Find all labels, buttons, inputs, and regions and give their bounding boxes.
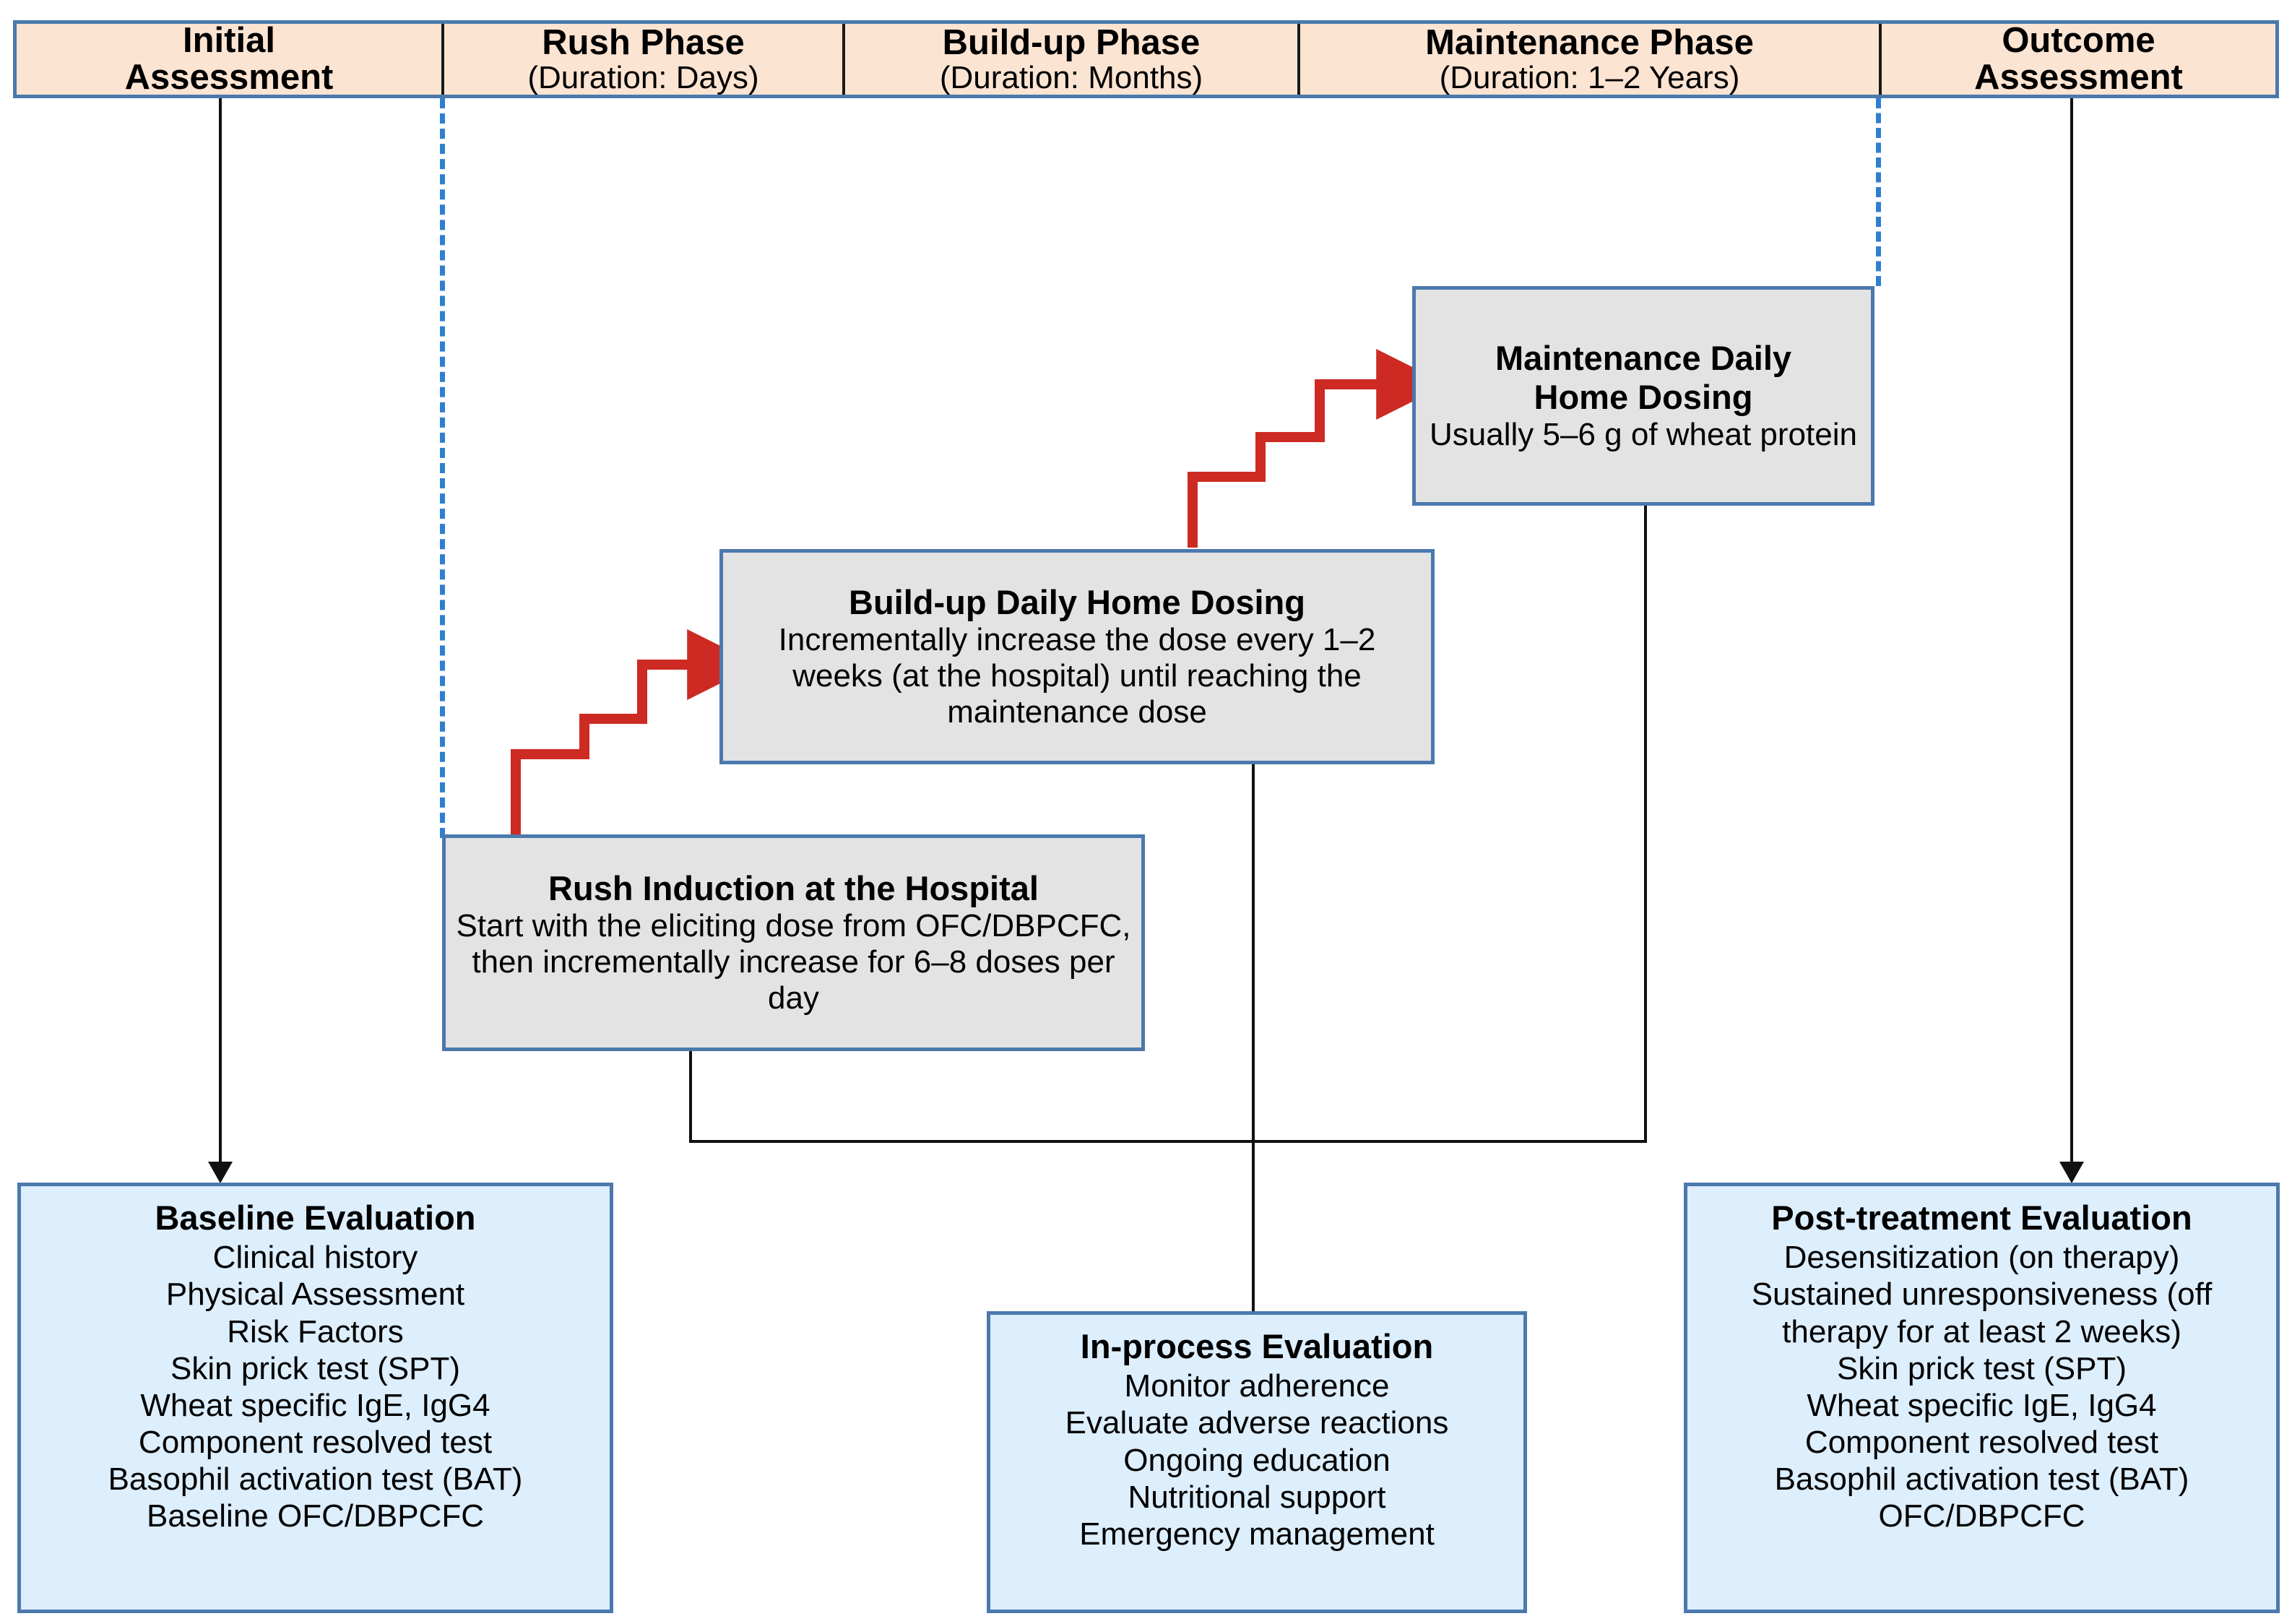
- connector-initial-to-baseline: [219, 98, 222, 1164]
- stair-arrow-rush-to-buildup: [511, 629, 758, 836]
- phase-header-strip: Initial Assessment Rush Phase (Duration:…: [13, 20, 2279, 98]
- list-item: Ongoing education: [1123, 1442, 1391, 1478]
- list-item: Skin prick test (SPT): [170, 1350, 460, 1386]
- dashed-divider-rush-start: [440, 98, 445, 838]
- evaluation-box-baseline[interactable]: Baseline Evaluation Clinical history Phy…: [17, 1183, 613, 1613]
- arrowhead-baseline: [208, 1162, 233, 1183]
- list-item: Emergency management: [1079, 1516, 1435, 1552]
- list-item: Component resolved test: [138, 1424, 493, 1460]
- connector-outcome-to-posttreatment: [2070, 98, 2073, 1164]
- list-item: Wheat specific IgE, IgG4: [140, 1387, 490, 1423]
- list-item: Evaluate adverse reactions: [1065, 1405, 1449, 1441]
- connector-merge-bar: [689, 1140, 1647, 1143]
- phase-duration: (Duration: Days): [527, 59, 759, 95]
- connector-maintenance-down: [1644, 506, 1647, 1141]
- box-title: In-process Evaluation: [1080, 1327, 1434, 1365]
- box-title: Post-treatment Evaluation: [1771, 1198, 2192, 1237]
- list-item: Desensitization (on therapy): [1783, 1240, 2180, 1276]
- phase-duration: (Duration: Months): [939, 59, 1203, 95]
- connector-rush-down: [689, 1051, 692, 1141]
- phase-cell-initial-assessment: Initial Assessment: [17, 21, 444, 97]
- list-item: Clinical history: [212, 1240, 418, 1276]
- phase-cell-buildup-phase: Build-up Phase (Duration: Months): [845, 24, 1300, 95]
- list-item: Baseline OFC/DBPCFC: [146, 1498, 484, 1534]
- process-box-buildup-daily-home-dosing[interactable]: Build-up Daily Home Dosing Incrementally…: [719, 549, 1435, 764]
- box-body: Usually 5–6 g of wheat protein: [1430, 416, 1857, 452]
- connector-buildup-down: [1252, 764, 1255, 1141]
- phase-title: Outcome: [2002, 21, 2155, 61]
- box-title: Build-up Daily Home Dosing: [849, 582, 1305, 621]
- list-item: Sustained unresponsiveness (off therapy …: [1751, 1277, 2213, 1349]
- list-item: Risk Factors: [227, 1313, 404, 1349]
- process-box-maintenance-daily-home-dosing[interactable]: Maintenance Daily Home Dosing Usually 5–…: [1412, 286, 1874, 506]
- phase-title: Rush Phase: [542, 22, 745, 62]
- box-body: Incrementally increase the dose every 1–…: [778, 621, 1376, 730]
- dashed-divider-maintenance-end: [1876, 98, 1881, 286]
- phase-cell-rush-phase: Rush Phase (Duration: Days): [444, 24, 845, 95]
- phase-title-line2: Assessment: [1974, 58, 2183, 97]
- connector-merge-to-inprocess: [1252, 1140, 1255, 1324]
- list-item: Basophil activation test (BAT): [1774, 1461, 2189, 1497]
- box-title-line2: Home Dosing: [1534, 377, 1753, 416]
- phase-cell-outcome-assessment: Outcome Assessment: [1882, 21, 2275, 97]
- phase-cell-maintenance-phase: Maintenance Phase (Duration: 1–2 Years): [1300, 24, 1882, 95]
- box-title: Baseline Evaluation: [155, 1198, 476, 1237]
- list-item: Basophil activation test (BAT): [108, 1461, 523, 1497]
- box-title: Rush Induction at the Hospital: [548, 868, 1039, 907]
- box-body: Start with the eliciting dose from OFC/D…: [456, 907, 1131, 1016]
- phase-title: Build-up Phase: [942, 22, 1201, 62]
- stair-arrow-buildup-to-maintenance: [1188, 349, 1448, 548]
- list-item: Physical Assessment: [165, 1277, 465, 1313]
- list-item: Skin prick test (SPT): [1837, 1350, 2127, 1386]
- phase-title-line2: Assessment: [124, 58, 334, 97]
- phase-title: Maintenance Phase: [1425, 22, 1754, 62]
- phase-duration: (Duration: 1–2 Years): [1439, 59, 1740, 95]
- evaluation-box-posttreatment[interactable]: Post-treatment Evaluation Desensitizatio…: [1684, 1183, 2280, 1613]
- process-box-rush-induction[interactable]: Rush Induction at the Hospital Start wit…: [442, 834, 1145, 1051]
- box-title-line1: Maintenance Daily: [1495, 339, 1792, 378]
- list-item: OFC/DBPCFC: [1878, 1498, 2085, 1534]
- evaluation-box-inprocess[interactable]: In-process Evaluation Monitor adherence …: [987, 1311, 1527, 1613]
- list-item: Nutritional support: [1128, 1479, 1386, 1515]
- list-item: Monitor adherence: [1124, 1368, 1390, 1404]
- list-item: Component resolved test: [1804, 1424, 2159, 1460]
- arrowhead-posttreatment: [2059, 1162, 2084, 1183]
- list-item: Wheat specific IgE, IgG4: [1807, 1387, 2157, 1423]
- phase-title: Initial: [183, 21, 275, 61]
